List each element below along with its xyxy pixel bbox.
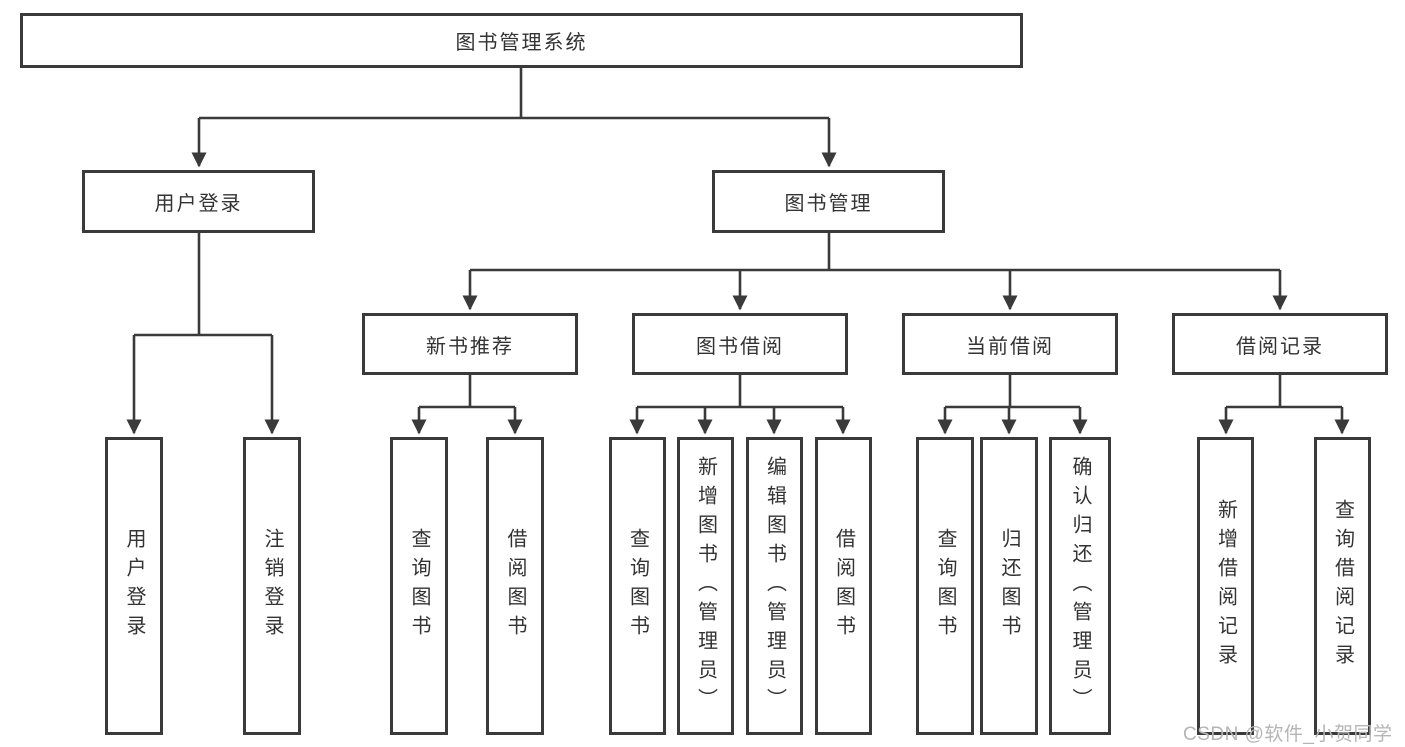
node-label: 当前借阅 xyxy=(966,335,1054,358)
connector-user-login-bar xyxy=(134,233,272,337)
node-label: 新增图书（管理员） xyxy=(694,455,717,717)
leaf-borrow-books-2: 借阅图书 xyxy=(815,437,872,735)
leaf-edit-book-admin: 编辑图书（管理员） xyxy=(746,437,803,735)
node-label: 新增借阅记录 xyxy=(1214,499,1237,673)
leaf-user-login: 用户登录 xyxy=(105,437,163,735)
node-label: 用户登录 xyxy=(154,193,243,215)
connector-borrow-records-bar xyxy=(1226,375,1342,409)
node-label: 编辑图书（管理员） xyxy=(763,455,786,717)
connector-root-bar xyxy=(199,68,829,120)
node-label: 查询借阅记录 xyxy=(1331,499,1354,673)
node-label: 图书管理系统 xyxy=(455,32,588,54)
leaf-borrow-books-1: 借阅图书 xyxy=(486,437,544,735)
connector-new-book-bar xyxy=(419,375,515,409)
leaf-query-books-1: 查询图书 xyxy=(390,437,448,735)
node-label: 图书借阅 xyxy=(696,335,784,358)
node-label: 借阅图书 xyxy=(832,528,855,644)
node-label: 查询图书 xyxy=(626,528,649,644)
node-label: 归还图书 xyxy=(998,528,1020,644)
node-library-system: 图书管理系统 xyxy=(20,13,1023,68)
node-book-management: 图书管理 xyxy=(712,170,945,233)
node-label: 查询图书 xyxy=(408,528,430,644)
connector-current-borrowing-bar xyxy=(945,375,1080,409)
leaf-query-books-2: 查询图书 xyxy=(609,437,666,735)
node-label: 借阅图书 xyxy=(504,528,526,644)
connector-book-borrowing-bar xyxy=(637,375,843,409)
node-current-borrowing: 当前借阅 xyxy=(902,313,1118,375)
node-label: 图书管理 xyxy=(784,193,873,215)
csdn-watermark: CSDN @软件_小贺同学 xyxy=(1183,724,1393,745)
leaf-add-book-admin: 新增图书（管理员） xyxy=(677,437,734,735)
node-borrowing-records: 借阅记录 xyxy=(1172,313,1388,375)
node-book-borrowing: 图书借阅 xyxy=(632,313,848,375)
node-label: 查询图书 xyxy=(934,528,956,644)
leaf-query-borrow-record: 查询借阅记录 xyxy=(1314,437,1371,735)
connector-book-management-bar xyxy=(470,233,1280,272)
node-label: 用户登录 xyxy=(123,528,145,644)
node-label: 借阅记录 xyxy=(1236,335,1324,358)
leaf-logout: 注销登录 xyxy=(243,437,301,735)
leaf-confirm-return-admin: 确认归还（管理员） xyxy=(1049,437,1111,735)
node-new-book-recommend: 新书推荐 xyxy=(362,313,578,375)
node-label: 确认归还（管理员） xyxy=(1069,455,1091,717)
node-user-login: 用户登录 xyxy=(82,170,315,233)
node-label: 注销登录 xyxy=(261,528,283,644)
node-label: 新书推荐 xyxy=(426,335,514,358)
leaf-add-borrow-record: 新增借阅记录 xyxy=(1197,437,1254,735)
leaf-return-book: 归还图书 xyxy=(980,437,1038,735)
leaf-query-books-3: 查询图书 xyxy=(916,437,974,735)
